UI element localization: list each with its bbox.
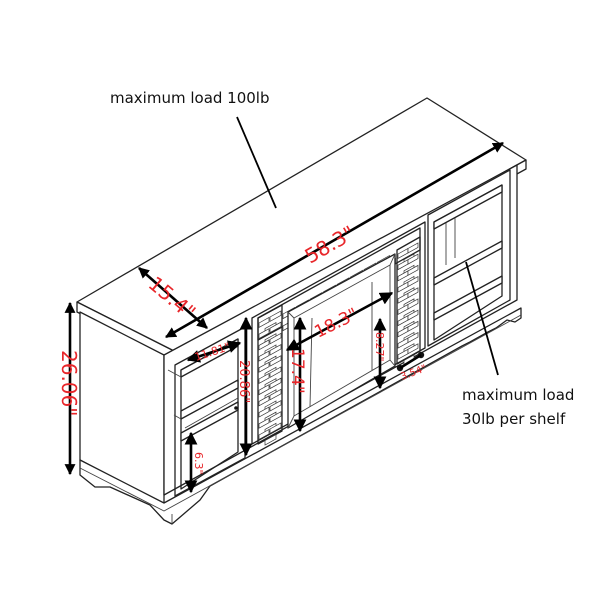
brick bbox=[258, 395, 270, 407]
brick bbox=[269, 355, 282, 367]
top-load-note: maximum load 100lb bbox=[110, 89, 270, 107]
top-load-leader bbox=[236, 116, 277, 209]
brick bbox=[269, 377, 282, 390]
brick bbox=[264, 433, 277, 446]
height-label: 26.06" bbox=[57, 350, 81, 416]
brick bbox=[258, 372, 270, 384]
shelf-load-leader bbox=[465, 261, 499, 376]
brick bbox=[269, 366, 282, 378]
shelf-depth-arrow bbox=[186, 340, 242, 363]
brick bbox=[258, 384, 270, 396]
brick bbox=[269, 411, 282, 423]
brick bbox=[258, 428, 270, 440]
brick bbox=[258, 406, 270, 418]
depth-arrow bbox=[138, 267, 208, 329]
width-arrow bbox=[165, 141, 504, 339]
left-shelf-middle bbox=[180, 379, 239, 420]
brick bbox=[407, 343, 419, 355]
brick bbox=[269, 422, 282, 434]
side-inner-height-label: 20.86" bbox=[236, 360, 251, 403]
cabinet-body bbox=[76, 97, 527, 525]
firebox-height-label: 17.4" bbox=[287, 348, 307, 394]
brick bbox=[269, 343, 282, 356]
brick bbox=[258, 417, 270, 429]
brick bbox=[258, 339, 270, 351]
brick bbox=[258, 361, 270, 373]
brick bbox=[258, 350, 270, 362]
firebox-rear-height-label: 8.27" bbox=[373, 332, 386, 362]
bottom-opening-label: 6.3" bbox=[192, 452, 205, 475]
base-plinth bbox=[79, 307, 522, 525]
firebox-depth-arrow bbox=[399, 353, 422, 370]
left-shelf-lower bbox=[180, 401, 239, 442]
brick bbox=[269, 388, 282, 401]
brick bbox=[269, 399, 282, 412]
dimension-arrows bbox=[64, 141, 504, 494]
shelf-load-note-line1: maximum load bbox=[462, 386, 574, 404]
shelf-load-note-line2: 30lb per shelf bbox=[462, 410, 566, 428]
